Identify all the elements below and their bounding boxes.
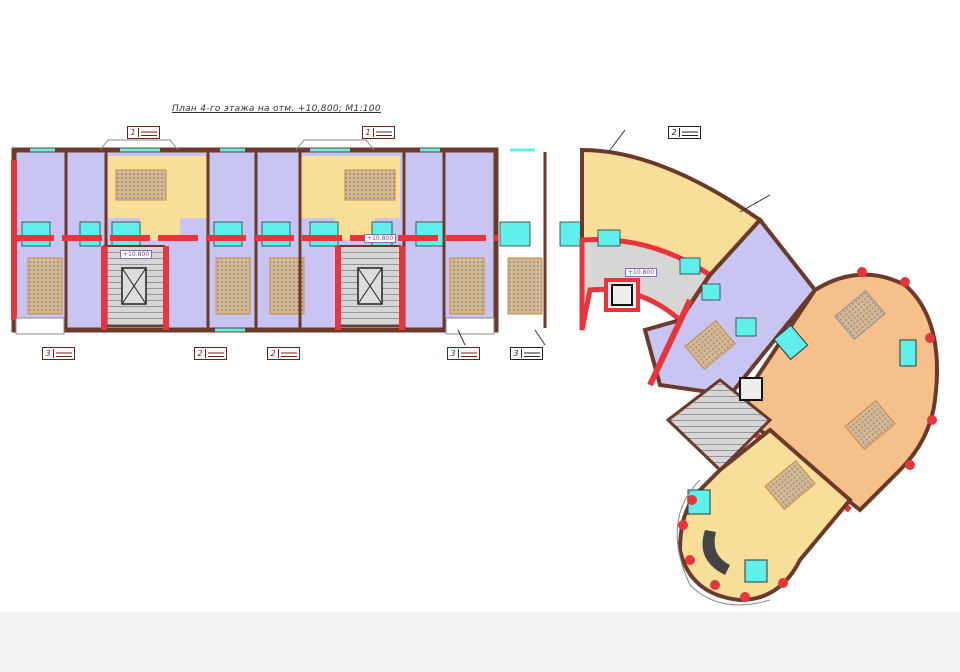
- elevation-mark: +10.800: [364, 234, 397, 243]
- left-wing: [11, 139, 583, 335]
- apartment-tag: 1: [362, 126, 395, 139]
- lower-block: [665, 377, 853, 606]
- elevation-mark: +10.800: [625, 268, 658, 277]
- apartment-tag: 3: [42, 347, 75, 360]
- apartment-tag: 1: [127, 126, 160, 139]
- plan-title: План 4-го этажа на отм. +10,800; М1:100: [172, 104, 381, 114]
- elevation-mark: +10.800: [120, 250, 153, 259]
- apartment-tag: 2: [194, 347, 227, 360]
- footer-band: [0, 612, 960, 672]
- apartment-tag: 3: [510, 347, 543, 360]
- apartment-tag: 2: [668, 126, 701, 139]
- apartment-tag: 3: [447, 347, 480, 360]
- curved-section: [579, 147, 818, 398]
- apartment-tag: 2: [267, 347, 300, 360]
